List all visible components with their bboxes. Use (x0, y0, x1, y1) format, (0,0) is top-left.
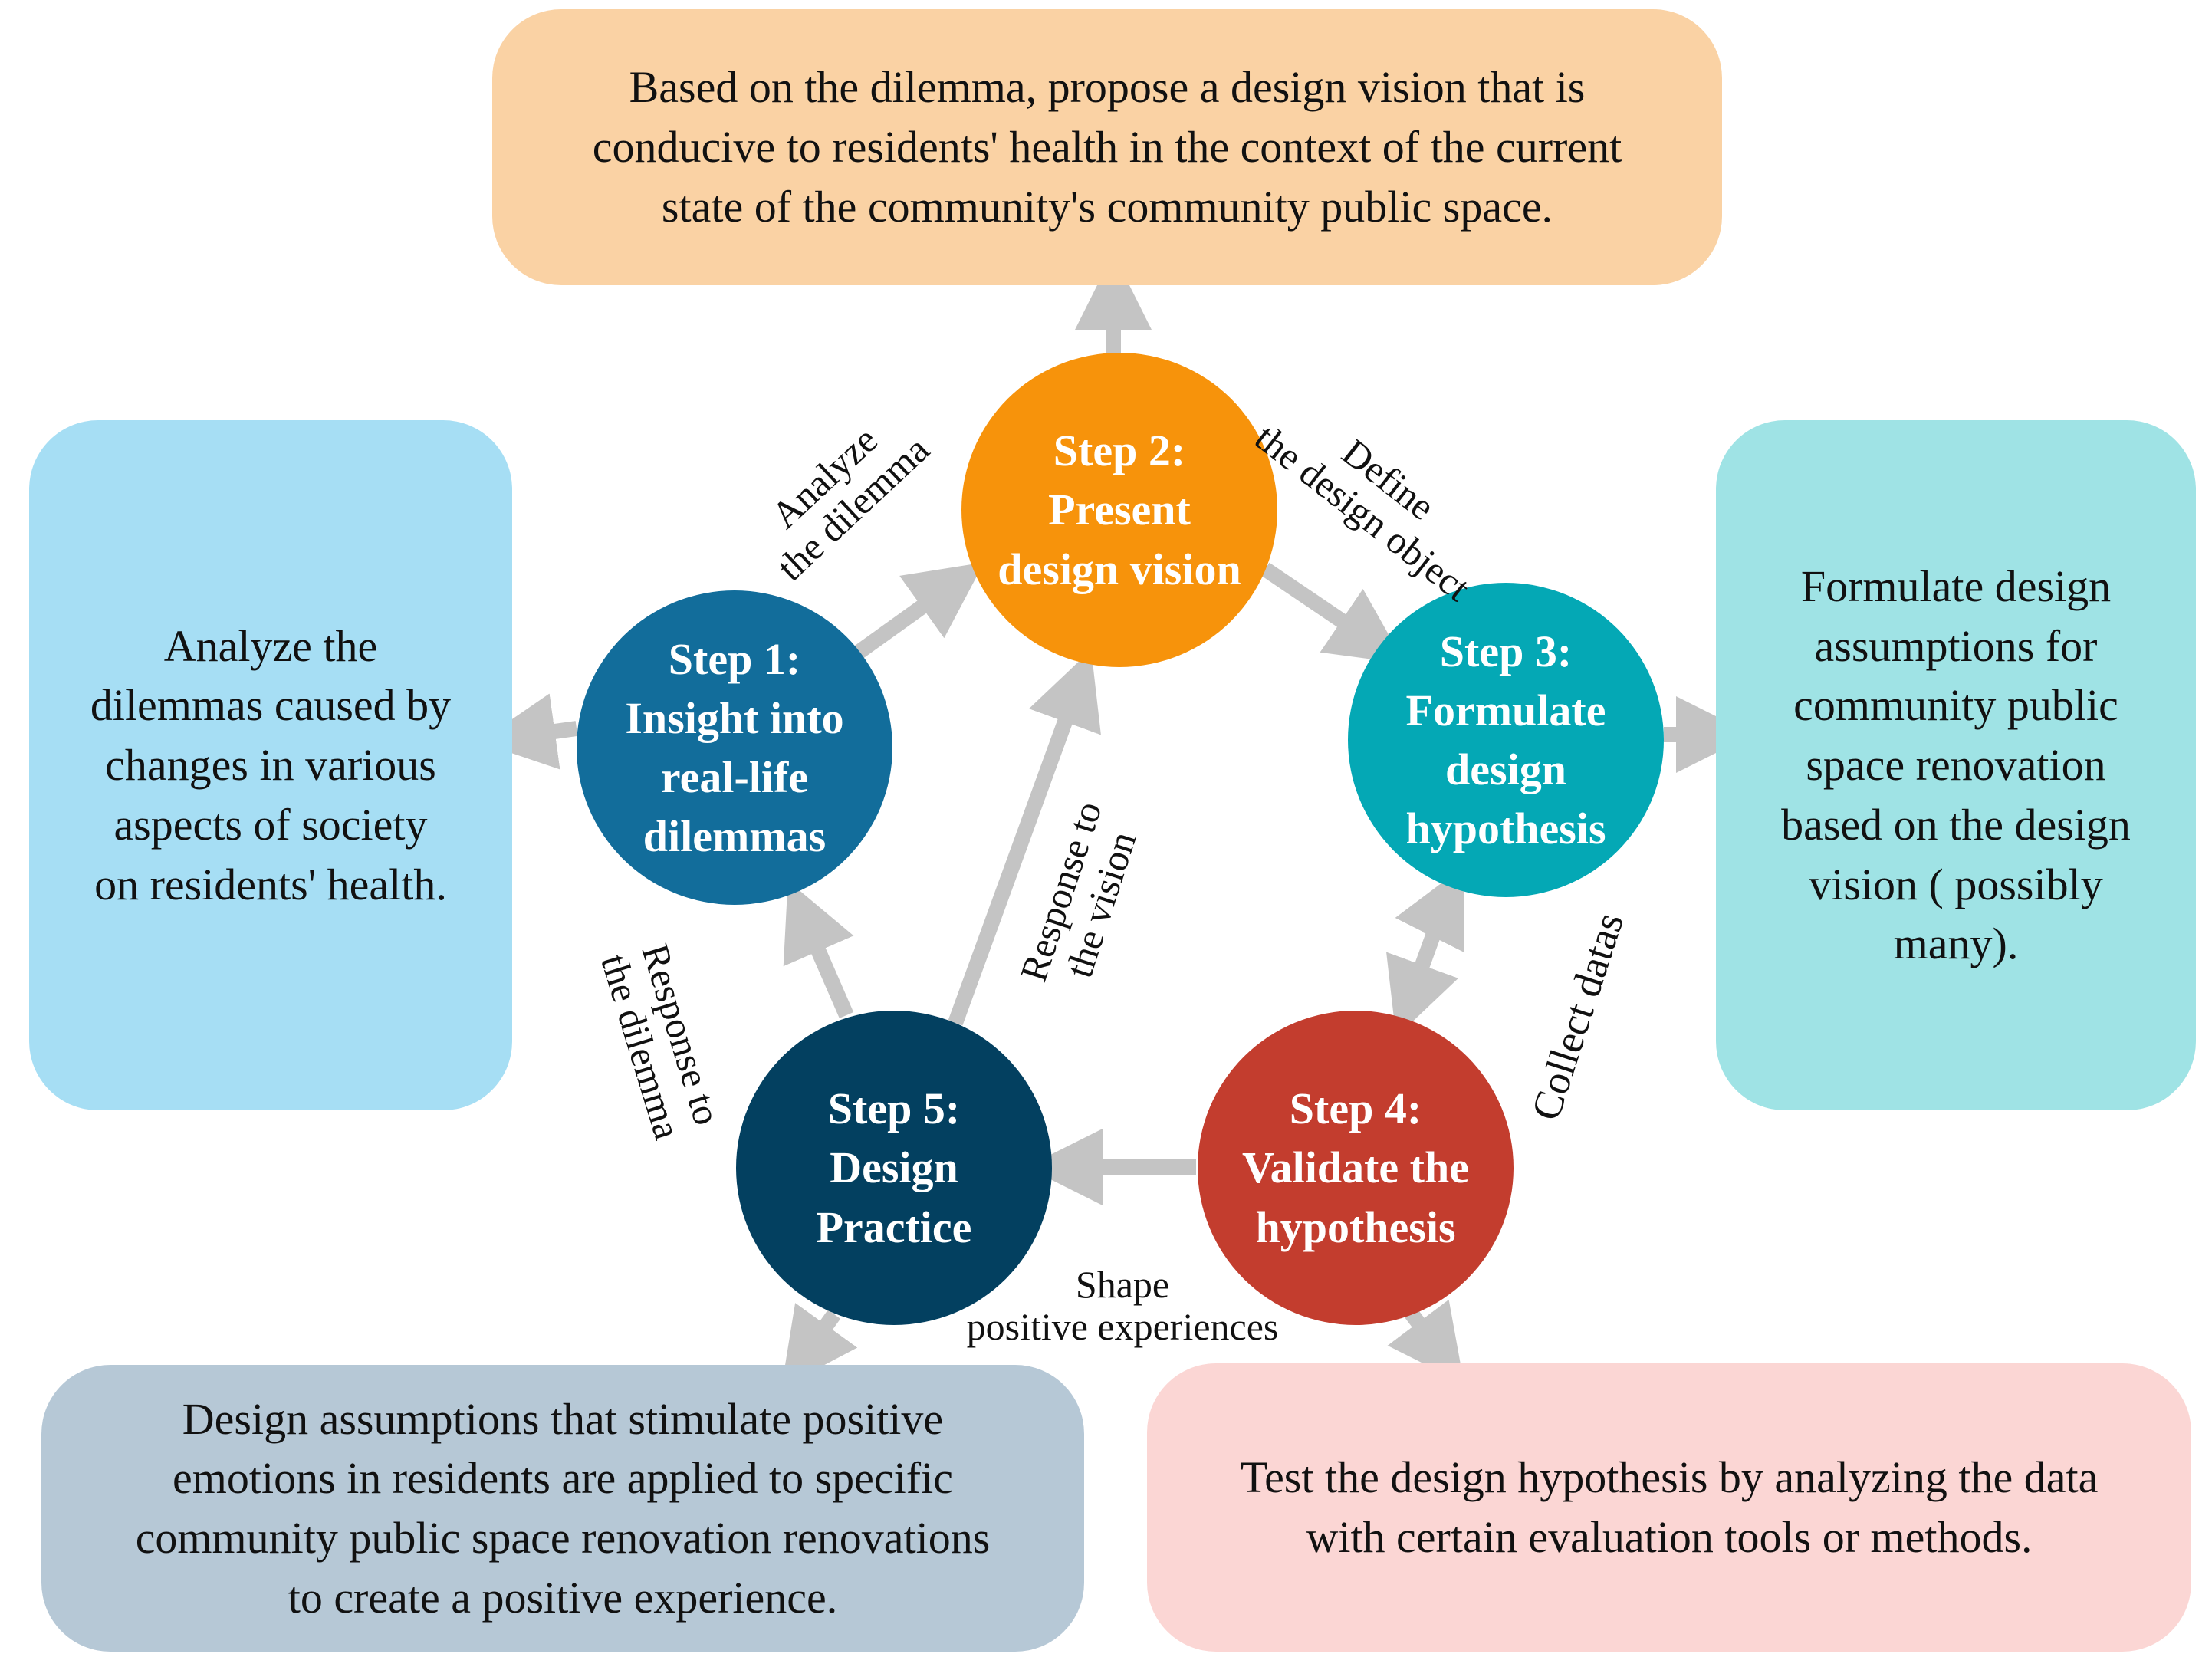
arrow-step5-to-step2 (948, 649, 1101, 1026)
arrow-step5-to-step1 (783, 880, 854, 1018)
box-text-line: Design assumptions that stimulate positi… (182, 1393, 944, 1444)
arrow-step5-to-bl-box (781, 1303, 858, 1388)
step-label-line: real-life (660, 752, 809, 802)
box-text-line: many). (1893, 919, 2019, 969)
box-text-line: assumptions for (1814, 620, 2098, 671)
label-line: positive experiences (966, 1305, 1279, 1348)
box-text-line: to create a positive experience. (288, 1572, 838, 1623)
box-text-line: dilemmas caused by (90, 680, 452, 731)
step-label-line: Validate the (1242, 1143, 1469, 1193)
step-label-line: Present (1048, 485, 1191, 535)
box-text-line: Test the design hypothesis by analyzing … (1240, 1452, 2099, 1503)
arrow-step4-to-br-box (1387, 1299, 1464, 1384)
arrow-step4-step3-b (1386, 909, 1459, 1037)
step-label-line: Step 3: (1439, 626, 1573, 676)
arrow-step1-to-step2 (853, 562, 984, 660)
dilemma-analysis-box: Analyze the dilemmas caused by changes i… (29, 420, 512, 1110)
design-vision-box: Based on the dilemma, propose a design v… (492, 9, 1722, 285)
hypothesis-test-box: Test the design hypothesis by analyzing … (1147, 1363, 2191, 1652)
box-text-line: vision ( possibly (1809, 859, 2103, 909)
step-label-line: design vision (998, 544, 1241, 594)
step-2-node: Step 2: Present design vision (961, 353, 1277, 667)
box-text-line: on residents' health. (94, 859, 447, 909)
box-text-line: space renovation (1806, 740, 2106, 791)
label-shape-positive-experiences: Shape positive experiences (931, 1264, 1314, 1348)
step-label-line: Design (830, 1143, 958, 1193)
box-text-line: with certain evaluation tools or methods… (1306, 1512, 2033, 1562)
step-label-line: Step 2: (1053, 426, 1186, 476)
step-label-line: dilemmas (643, 811, 827, 862)
design-practice-box: Design assumptions that stimulate positi… (41, 1365, 1084, 1652)
arrow-step1-to-left-box (478, 693, 578, 770)
step-label-line: design (1445, 745, 1566, 794)
box-text-line: Analyze the (163, 620, 378, 671)
step-5-node: Step 5: Design Practice (736, 1011, 1052, 1325)
step-4-node: Step 4: Validate the hypothesis (1198, 1011, 1514, 1325)
step-label-line: Practice (816, 1202, 972, 1252)
box-text-line: emotions in residents are applied to spe… (173, 1453, 953, 1504)
step-label-line: hypothesis (1255, 1202, 1456, 1252)
label-line: Shape (1075, 1263, 1170, 1306)
step-label-line: Step 4: (1289, 1083, 1422, 1134)
box-text-line: state of the community's community publi… (661, 181, 1553, 232)
step-label-line: Formulate (1405, 685, 1606, 735)
box-text-line: based on the design (1781, 799, 2131, 850)
step-label-line: hypothesis (1405, 804, 1606, 854)
box-text-line: Formulate design (1800, 561, 2112, 611)
box-text-line: community public space renovation renova… (135, 1513, 991, 1563)
box-text-line: conducive to residents' health in the co… (592, 122, 1622, 173)
box-text-line: community public (1793, 680, 2118, 731)
step-3-node: Step 3: Formulate design hypothesis (1348, 583, 1664, 897)
step-label-line: Step 1: (668, 633, 801, 684)
step-label-line: Insight into (625, 692, 844, 743)
design-assumptions-box: Formulate design assumptions for communi… (1716, 420, 2196, 1110)
step-label-line: Step 5: (827, 1083, 961, 1134)
box-text-line: changes in various (105, 740, 436, 791)
step-1-node: Step 1: Insight into real-life dilemmas (577, 590, 892, 905)
arrow-step2-to-step3 (1260, 562, 1405, 664)
box-text-line: Based on the dilemma, propose a design v… (629, 62, 1586, 113)
box-text-line: aspects of society (113, 799, 428, 850)
